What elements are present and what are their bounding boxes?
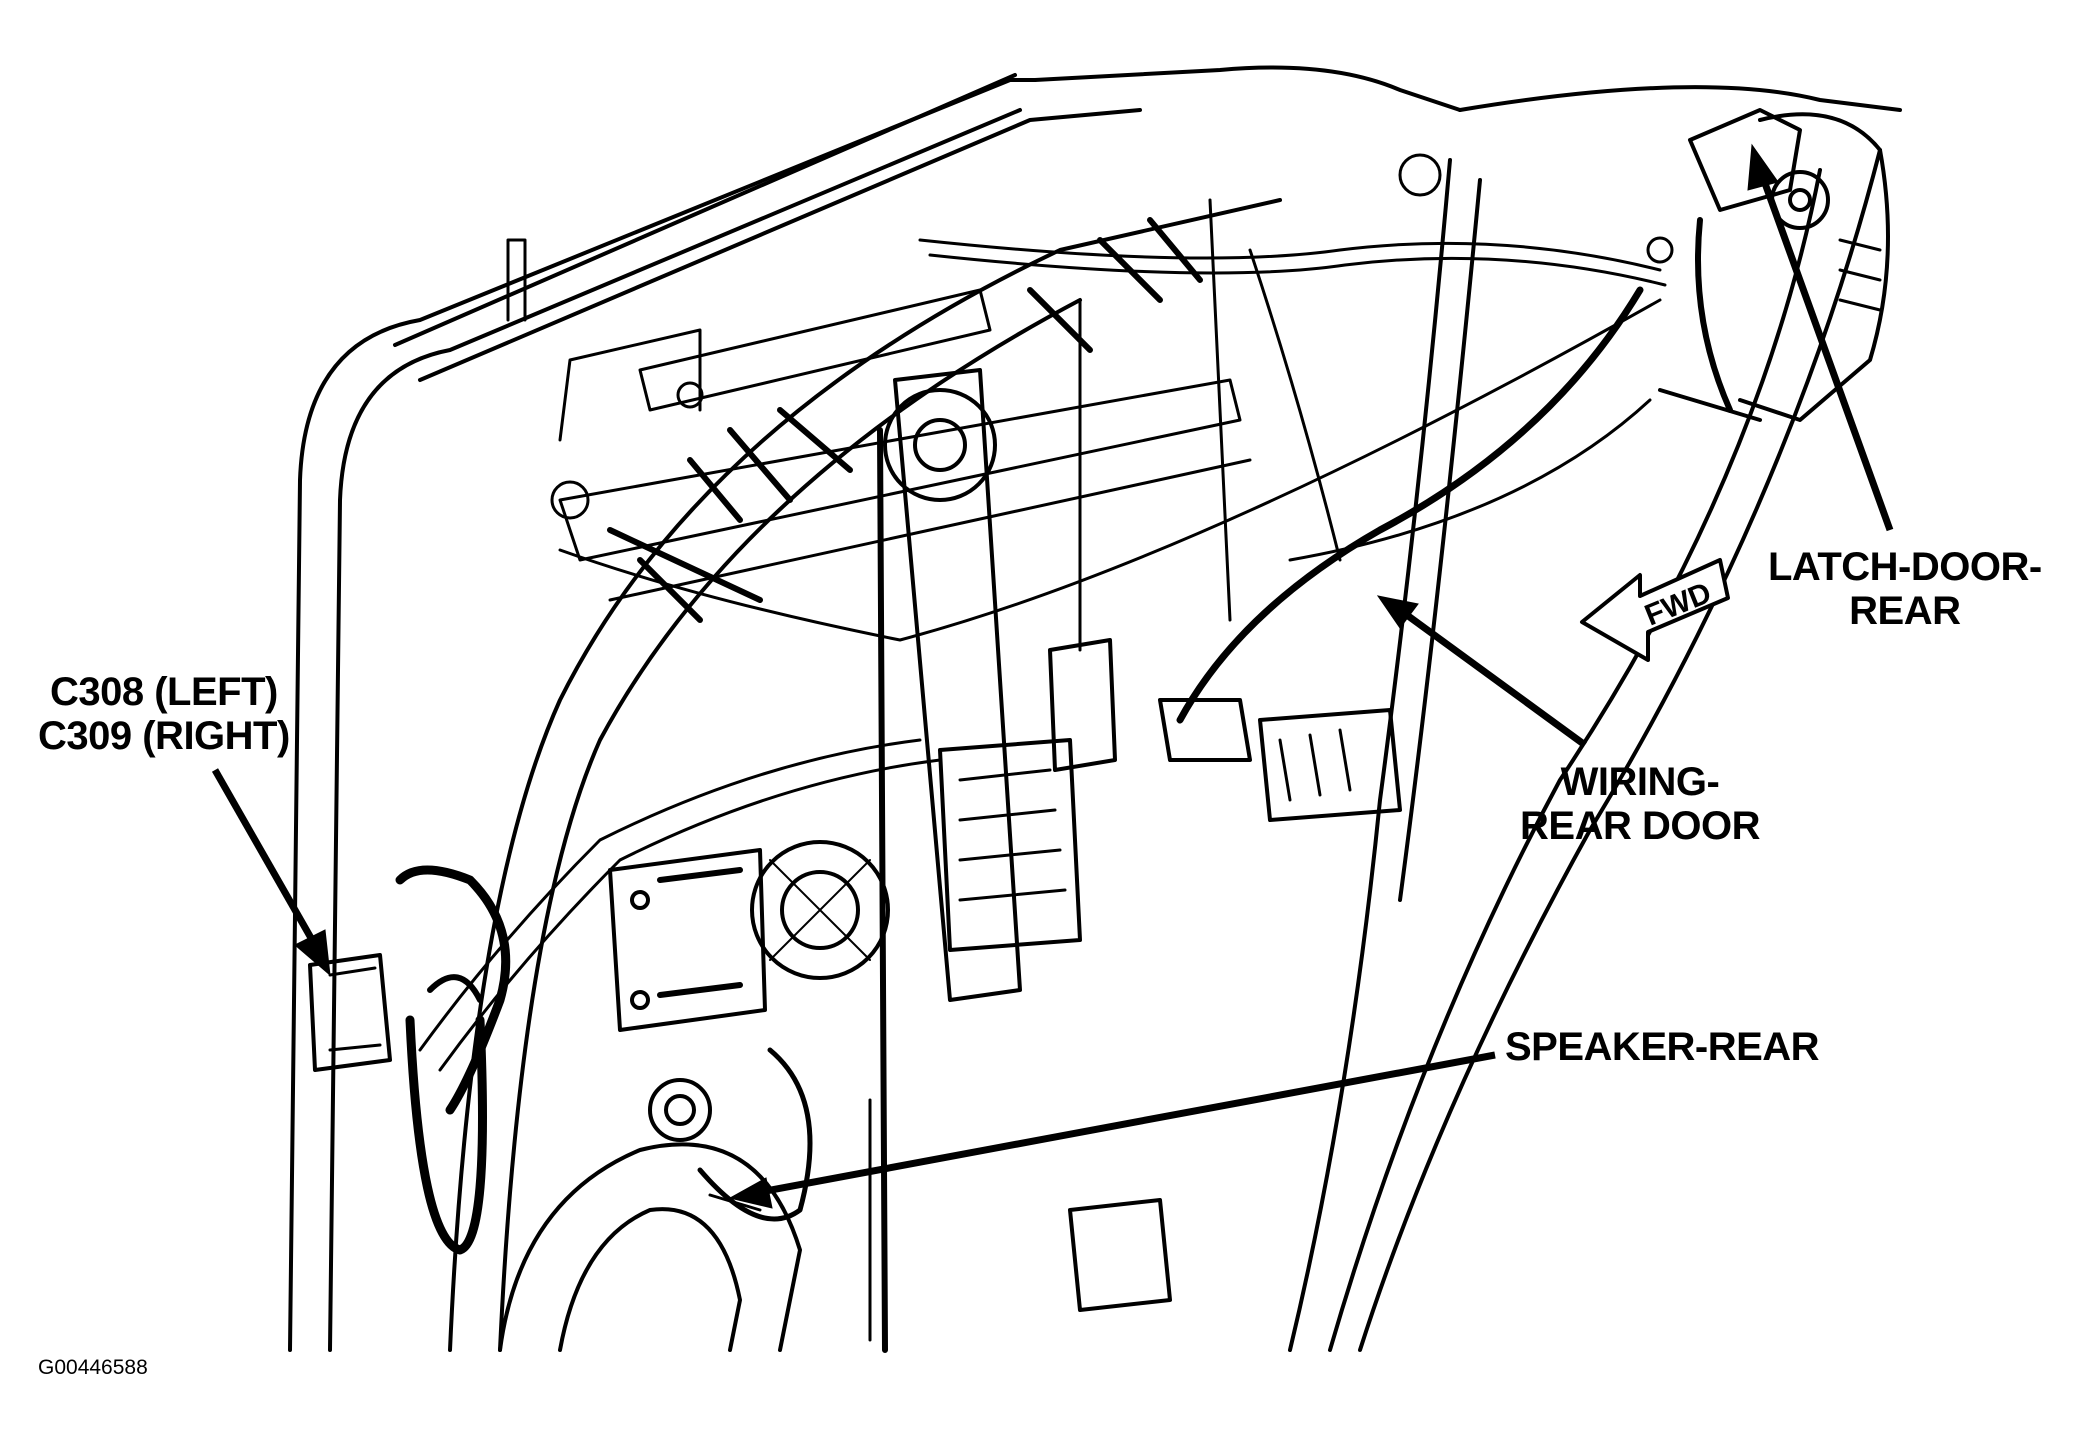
latch-callout: LATCH-DOOR- REAR [1768, 545, 2042, 633]
regulator-motor [750, 840, 890, 980]
window-regulator [868, 368, 1022, 1353]
connector-callout: C308 (LEFT) C309 (RIGHT) [38, 670, 290, 758]
wiring-leader [1376, 595, 1588, 748]
figure-id: G00446588 [38, 1356, 148, 1379]
latch-assembly [1658, 108, 1890, 422]
connector-c308-c309 [308, 865, 511, 1255]
speaker-callout-line1: SPEAKER-REAR [1505, 1025, 1820, 1069]
latch-callout-line2: REAR [1849, 589, 1961, 633]
wiring-callout-line2: REAR DOOR [1520, 804, 1760, 848]
speaker-callout: SPEAKER-REAR [1505, 1025, 1820, 1069]
connector-leader [211, 768, 331, 977]
connector-callout-line2: C309 (RIGHT) [38, 714, 290, 758]
latch-callout-line1: LATCH-DOOR- [1768, 545, 2042, 589]
connector-callout-line1: C308 (LEFT) [49, 670, 278, 714]
latch-leader [1747, 143, 1894, 532]
fwd-arrow-icon: FWD [1580, 558, 1730, 662]
wiring-harness [418, 238, 1667, 1072]
module-connectors [938, 638, 1402, 1312]
wiring-callout: WIRING- REAR DOOR [1520, 760, 1760, 848]
fasteners [506, 153, 1674, 520]
bracing-ribs [607, 217, 1203, 623]
mounting-plate [608, 848, 767, 1032]
door-shell [288, 65, 1902, 1352]
leader-lines [211, 143, 1894, 1209]
inner-panel [448, 198, 1342, 1352]
wiring-callout-line1: WIRING- [1560, 760, 1720, 804]
speaker-leader [728, 1051, 1496, 1209]
